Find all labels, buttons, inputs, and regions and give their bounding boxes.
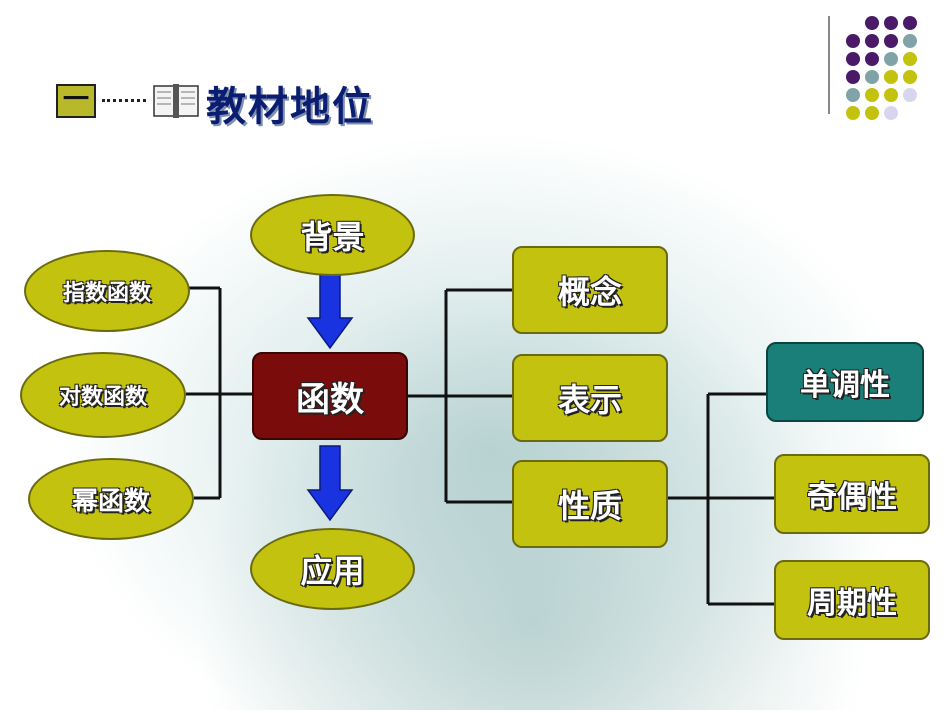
decorative-dot	[884, 70, 898, 84]
decorative-dot	[865, 70, 879, 84]
node-periodicity-label: 周期性	[807, 586, 897, 621]
node-representation: 表示	[512, 354, 668, 442]
page-title: 教材地位	[206, 83, 374, 130]
decorative-dot	[903, 34, 917, 48]
decorative-dot	[865, 16, 879, 30]
arrow-down-icon	[306, 445, 354, 522]
node-logarithmic-function: 对数函数	[20, 352, 186, 438]
node-properties: 性质	[512, 460, 668, 548]
decorative-dot	[884, 16, 898, 30]
decorative-dot	[903, 88, 917, 102]
decorative-dot	[865, 34, 879, 48]
open-book-icon	[153, 84, 199, 118]
decorative-dot	[884, 106, 898, 120]
node-function: 函数	[252, 352, 408, 440]
section-number-box: 一	[56, 84, 96, 118]
header-dotted-leader	[102, 99, 146, 102]
decorative-dot	[846, 52, 860, 66]
node-exponential-function: 指数函数	[24, 250, 190, 332]
decorative-dot	[865, 106, 879, 120]
decorative-dot	[903, 70, 917, 84]
decorative-dot	[903, 52, 917, 66]
decorative-dot	[865, 88, 879, 102]
node-parity: 奇偶性	[774, 454, 930, 534]
decorative-dot	[884, 52, 898, 66]
decorative-dot	[865, 52, 879, 66]
node-properties-label: 性质	[557, 487, 622, 525]
node-application: 应用	[250, 528, 415, 610]
decorative-dot	[846, 88, 860, 102]
node-monotonicity: 单调性	[766, 342, 924, 422]
decorative-dot	[846, 34, 860, 48]
node-background: 背景	[250, 194, 415, 276]
decorative-dot	[846, 70, 860, 84]
down-arrows	[306, 273, 354, 522]
node-exponential-label: 指数函数	[62, 281, 151, 306]
node-parity-label: 奇偶性	[807, 480, 897, 515]
decorative-dot	[884, 34, 898, 48]
arrow-down-icon	[306, 273, 354, 350]
node-monotonicity-label: 单调性	[800, 368, 890, 403]
decorative-dot	[903, 16, 917, 30]
decorative-dot	[884, 88, 898, 102]
node-function-label: 函数	[296, 379, 364, 420]
node-power-function: 幂函数	[28, 458, 194, 540]
node-logarithmic-label: 对数函数	[58, 385, 147, 410]
node-background-label: 背景	[300, 218, 365, 256]
node-concept: 概念	[512, 246, 668, 334]
node-representation-label: 表示	[557, 381, 622, 419]
node-power-label: 幂函数	[71, 486, 150, 517]
section-number: 一	[62, 85, 89, 115]
node-periodicity: 周期性	[774, 560, 930, 640]
node-application-label: 应用	[300, 552, 365, 590]
corner-divider-line	[828, 16, 830, 114]
decorative-dot	[846, 106, 860, 120]
node-concept-label: 概念	[557, 273, 622, 311]
